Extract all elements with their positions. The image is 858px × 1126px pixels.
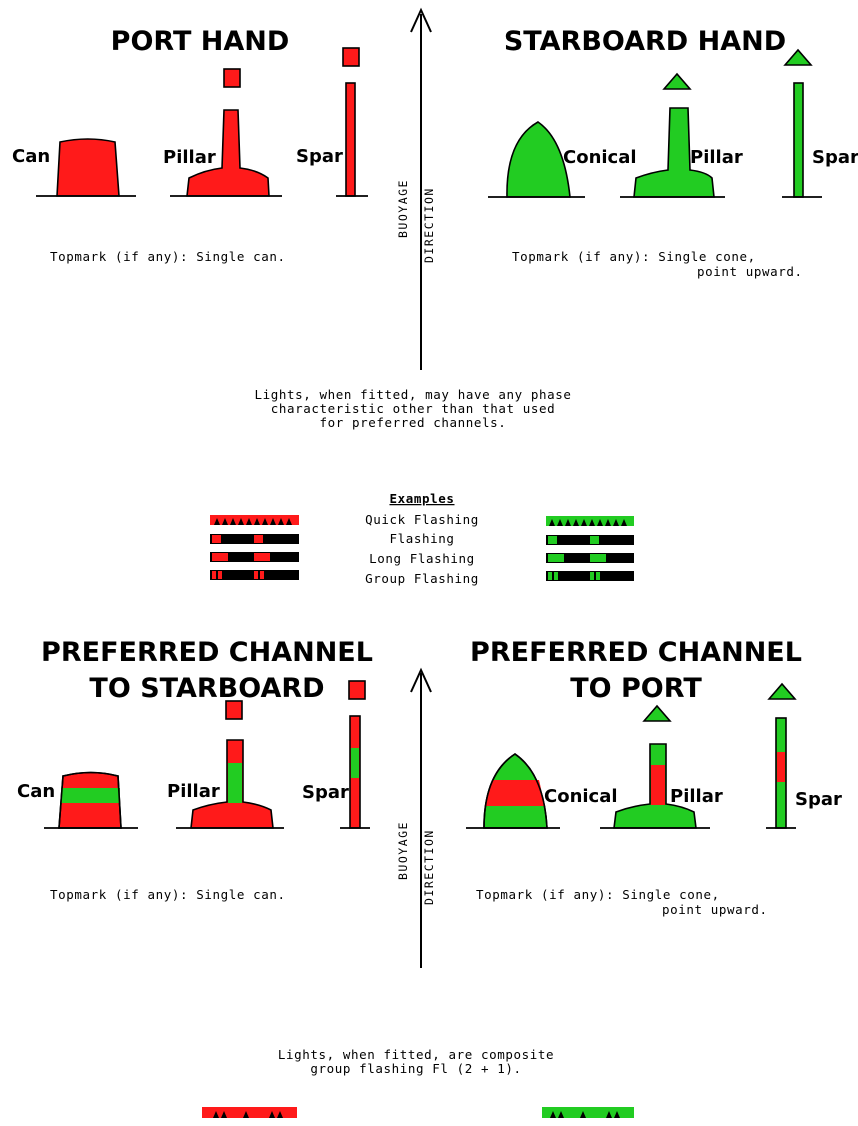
preferred-port-topmark-note-1: Topmark (if any): Single cone, [476, 887, 720, 902]
port-pillar-label: Pillar [163, 147, 216, 168]
port-spar-label: Spar [296, 146, 343, 167]
preferred-starboard-title-2: TO STARBOARD [89, 673, 324, 704]
starboard-topmark-note-1: Topmark (if any): Single cone, [512, 249, 756, 264]
lights-note-2: characteristic other than that used [271, 401, 555, 416]
examples-heading: Examples [389, 491, 454, 506]
starboard-light-quick-flashing [546, 516, 634, 526]
preferred-starboard-spar-buoy [340, 680, 370, 829]
preferred-port-composite-light [542, 1107, 634, 1118]
port-light-group-flashing [210, 570, 299, 580]
lights-note-1: Lights, when fitted, may have any phase [255, 387, 572, 402]
port-light-long-flashing [210, 552, 299, 562]
starboard-spar-buoy [782, 48, 822, 198]
preferred-port-pillar-buoy [600, 704, 710, 829]
example-flashing: Flashing [389, 531, 454, 546]
starboard-conical-label: Conical [563, 147, 637, 168]
lights-note-3: for preferred channels. [320, 415, 507, 430]
port-can-buoy [36, 138, 136, 197]
port-hand-title: PORT HAND [111, 26, 290, 57]
preferred-port-title-1: PREFERRED CHANNEL [470, 637, 802, 668]
starboard-light-long-flashing [546, 553, 634, 563]
starboard-light-flashing [546, 535, 634, 545]
starboard-pillar-buoy [620, 72, 725, 198]
preferred-port-conical-buoy [466, 753, 560, 829]
preferred-starboard-topmark-note: Topmark (if any): Single can. [50, 887, 286, 902]
port-can-label: Can [12, 146, 50, 167]
preferred-starboard-pillar-buoy [176, 700, 284, 829]
preferred-starboard-can-buoy [44, 771, 138, 829]
composite-lights-note-2: group flashing Fl (2 + 1). [310, 1061, 521, 1076]
preferred-starboard-composite-light [202, 1107, 297, 1118]
example-long-flashing: Long Flashing [369, 551, 475, 566]
buoyage-direction-arrow-bottom [410, 667, 432, 968]
preferred-port-spar-label: Spar [795, 789, 842, 810]
direction-label-buoyage-bottom: BUOYAGE [396, 821, 410, 880]
direction-label-buoyage-top: BUOYAGE [396, 179, 410, 238]
preferred-port-topmark-note-2: point upward. [662, 902, 768, 917]
port-pillar-buoy [170, 68, 282, 197]
starboard-light-group-flashing [546, 571, 634, 581]
buoyage-direction-arrow-top [410, 7, 432, 370]
preferred-port-conical-label: Conical [544, 786, 618, 807]
starboard-conical-buoy [488, 121, 585, 198]
port-spar-buoy [336, 47, 368, 197]
example-group-flashing: Group Flashing [365, 571, 479, 586]
example-quick-flashing: Quick Flashing [365, 512, 479, 527]
preferred-starboard-can-label: Can [17, 781, 55, 802]
preferred-port-title-2: TO PORT [570, 673, 702, 704]
direction-label-direction-top: DIRECTION [422, 187, 436, 263]
port-light-flashing [210, 534, 299, 544]
starboard-topmark-note-2: point upward. [697, 264, 803, 279]
preferred-starboard-pillar-label: Pillar [167, 781, 220, 802]
starboard-spar-label: Spar [812, 147, 858, 168]
preferred-port-pillar-label: Pillar [670, 786, 723, 807]
starboard-pillar-label: Pillar [690, 147, 743, 168]
preferred-starboard-title-1: PREFERRED CHANNEL [41, 637, 373, 668]
starboard-hand-title: STARBOARD HAND [504, 26, 786, 57]
composite-lights-note-1: Lights, when fitted, are composite [278, 1047, 554, 1062]
port-light-quick-flashing [210, 515, 299, 525]
preferred-port-spar-buoy [766, 682, 797, 829]
port-topmark-note: Topmark (if any): Single can. [50, 249, 286, 264]
preferred-starboard-spar-label: Spar [302, 782, 349, 803]
direction-label-direction-bottom: DIRECTION [422, 829, 436, 905]
